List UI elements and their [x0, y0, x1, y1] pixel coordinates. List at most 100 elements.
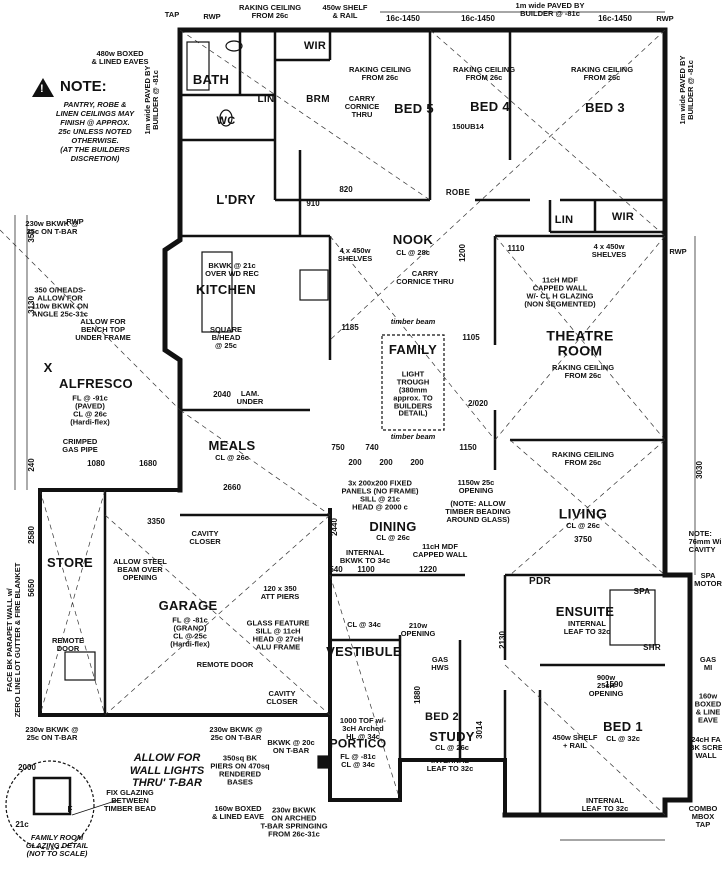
room-store: STORE [46, 555, 94, 571]
ann-fixed-panels: 3x 200x200 FIXED PANELS (NO FRAME) SILL … [341, 478, 419, 511]
ann-rwp-4: RWP [66, 217, 84, 227]
light-trough [381, 334, 445, 431]
note-body: PANTRY, ROBE & LINEN CEILINGS MAY FINISH… [55, 100, 135, 163]
ann-mdf-capped: 11cH MDF CAPPED WALL [412, 542, 468, 559]
room-vestibule: VESTIBULE [326, 644, 402, 660]
ann-tap: TAP [164, 10, 180, 20]
room-shr: SHR [643, 642, 661, 652]
dim-1220: 1220 [419, 564, 437, 574]
ann-timber-beam-2: timber beam [390, 432, 436, 442]
room-brm: BRM [306, 93, 330, 105]
ann-alfresco-fl: FL @ -91c (PAVED) CL @ 26c (Hardi-flex) [70, 393, 110, 426]
ann-opening-1150: 1150w 25c OPENING [457, 478, 495, 495]
ann-living-cl: CL @ 26c [566, 521, 600, 531]
room-wir: WIR [611, 211, 635, 224]
ann-timber-beam: timber beam [390, 317, 436, 327]
ann-opening-210: 210w OPENING [400, 621, 436, 638]
ann-bkwk-arched: 230w BKWK ON ARCHED T-BAR SPRINGING FROM… [260, 805, 328, 838]
ann-family-detail: LIGHT TROUGH (380mm approx. TO BUILDERS … [393, 369, 433, 418]
warning-icon: ! [32, 78, 54, 97]
dim-200-c: 200 [410, 457, 424, 467]
ann-fix-glazing: FIX GLAZING BETWEEN TIMBER BEAD [103, 788, 157, 813]
room-bed2: BED 2 [425, 711, 459, 724]
ann-boxed-eaves: 480w BOXED & LINED EAVES [91, 49, 149, 66]
ann-timber-beading: (NOTE: ALLOW TIMBER BEADING AROUND GLASS… [445, 499, 511, 524]
ann-garage-fl: FL @ -81c (GRANO) CL @ 25c (Hardi-flex) [170, 615, 210, 648]
dim-1185: 1185 [341, 322, 359, 332]
room-living: LIVING [558, 505, 608, 522]
dim-240: 240 [26, 458, 36, 472]
room-bed3: BED 3 [585, 100, 625, 116]
ann-opening-900: 900w 25cH OPENING [588, 673, 624, 698]
dim-540: 540 [329, 564, 343, 574]
dim-2660: 2660 [223, 482, 241, 492]
dim-1880: 1880 [412, 686, 422, 704]
room-wir-2: WIR [303, 40, 327, 53]
roof-line-10 [179, 409, 331, 516]
ann-raking-bed3: RAKING CEILING FROM 26c [570, 65, 634, 82]
dim-1590: 1590 [605, 679, 623, 689]
room-robe: ROBE [445, 187, 471, 197]
glazing-detail [5, 760, 119, 850]
roof-line-2 [429, 29, 666, 237]
room-lin-2: LIN [257, 93, 275, 105]
room-study: STUDY [429, 729, 475, 745]
hatching [0, 29, 666, 816]
ann-ensuite-leaf: INTERNAL LEAF TO 32c [563, 619, 611, 636]
note-title: NOTE: [60, 78, 107, 95]
dim-910: 910 [306, 198, 320, 208]
ann-shelf-rail-bed1: 450w SHELF + RAIL [552, 733, 598, 750]
ann-att-piers: 120 x 350 ATT PIERS [260, 584, 300, 601]
dim-x: X [43, 360, 53, 376]
ann-raking-theatre: RAKING CEILING FROM 26c [551, 363, 615, 380]
room-family: FAMILY [388, 342, 438, 358]
dim-top-1: 16c-1450 [386, 13, 420, 23]
dim-2020: 2/020 [467, 398, 489, 408]
room-nook: NOOK [392, 232, 434, 248]
ann-internal-leaf-bed1: INTERNAL LEAF TO 32c [581, 796, 629, 813]
spa-bath [609, 589, 656, 646]
dim-3350: 3350 [147, 516, 165, 526]
pantry [299, 269, 329, 301]
internal-walls [103, 30, 665, 815]
ann-cavity-closer: CAVITY CLOSER [189, 529, 221, 546]
dim-2440: 2440 [329, 518, 339, 536]
detail-glass [32, 776, 72, 816]
ann-4x450-theatre: 4 x 450w SHELVES [591, 242, 627, 259]
roof-line-12 [329, 574, 401, 801]
dim-1150: 1150 [459, 442, 477, 452]
dimension-lines [14, 11, 696, 841]
ann-rwp: RWP [203, 12, 221, 22]
ann-study-leaf: INTERNAL LEAF TO 32c [426, 756, 474, 773]
room-theatre: THEATRE ROOM [546, 327, 614, 358]
room-lin: LIN [554, 214, 574, 227]
ann-bkwk-tbar: 230w BKWK @ 25c ON T-BAR [25, 219, 79, 236]
dim-820: 820 [339, 184, 353, 194]
ann-cavity-closer-2: CAVITY CLOSER [266, 689, 298, 706]
ann-bed1-cl: CL @ 32c [606, 734, 640, 744]
ann-lam-under: LAM. UNDER [236, 389, 264, 406]
room-bed4: BED 4 [470, 99, 510, 115]
dim-1080: 1080 [87, 458, 105, 468]
dim-3014: 3014 [474, 721, 484, 739]
ann-crimped: CRIMPED GAS PIPE [62, 437, 98, 454]
ann-arched: 1000 TOF w/- 3cH Arched HL @ 34c [339, 716, 387, 741]
ann-glazing-detail: FAMILY ROOM GLAZING DETAIL (NOT TO SCALE… [25, 833, 89, 858]
toilet [219, 109, 233, 127]
dim-2130: 2130 [497, 631, 507, 649]
dim-1200: 1200 [457, 244, 467, 262]
room-bed1: BED 1 [603, 719, 643, 735]
room-ldry: L'DRY [216, 192, 256, 208]
room-dining: DINING [369, 519, 417, 535]
ann-bk-piers: 350sq BK PIERS ON 470sq RENDERED BASES [210, 753, 270, 786]
roof-line-9 [504, 664, 666, 816]
ann-wide-paved-right: 1m wide PAVED BY BUILDER @ -81c [678, 55, 695, 125]
room-meals: MEALS [208, 438, 256, 454]
detail-circle [5, 760, 95, 850]
ann-raking-ceiling: RAKING CEILING FROM 26c [238, 3, 302, 20]
detail-leader [71, 799, 119, 816]
dim-f: F [67, 804, 73, 814]
ann-note-right: NOTE: 76mm Wi CAVITY [688, 529, 722, 554]
room-bed5: BED 5 [394, 101, 434, 117]
